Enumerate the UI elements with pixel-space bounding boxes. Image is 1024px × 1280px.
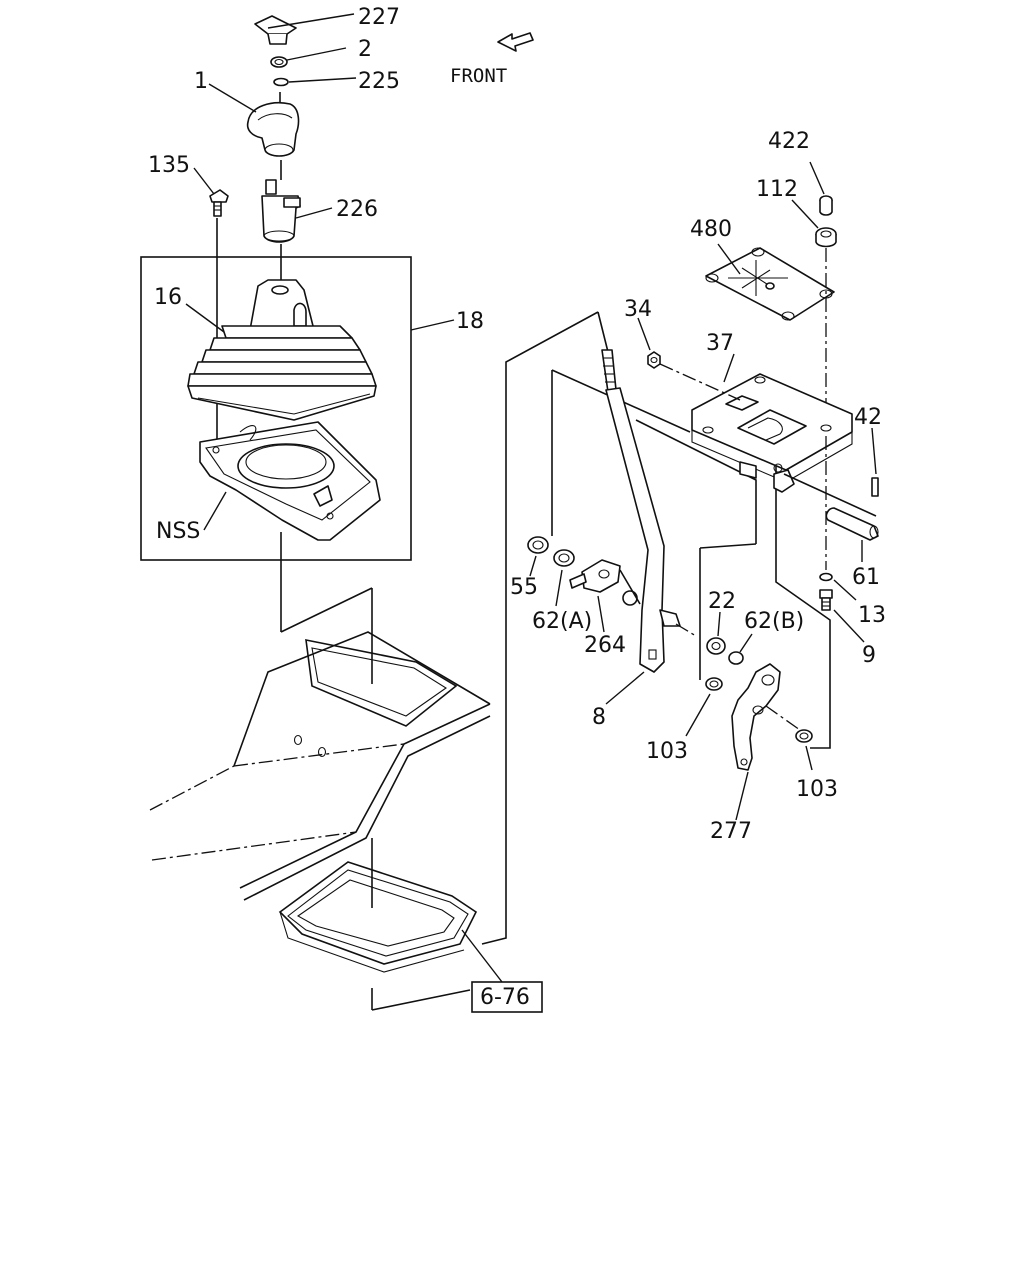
label-nss: NSS — [156, 519, 200, 544]
label-112: 112 — [756, 177, 798, 202]
bushing-103-left — [705, 677, 723, 691]
washer-13 — [819, 572, 833, 582]
nut-2 — [270, 56, 288, 68]
label-34: 34 — [624, 297, 652, 322]
cover-plate-480 — [705, 247, 835, 321]
label-422: 422 — [768, 129, 810, 154]
shift-lever-8 — [601, 349, 681, 673]
label-277: 277 — [710, 819, 752, 844]
knob-1 — [246, 102, 300, 157]
bushing-62b — [728, 651, 744, 665]
floor-panel — [149, 631, 491, 1011]
label-22: 22 — [708, 589, 736, 614]
housing-37 — [691, 373, 853, 493]
boot-16 — [187, 279, 377, 421]
nut-34 — [647, 351, 661, 369]
label-2: 2 — [358, 37, 372, 62]
label-1: 1 — [194, 69, 208, 94]
label-135: 135 — [148, 153, 190, 178]
label-37: 37 — [706, 331, 734, 356]
label-264: 264 — [584, 633, 626, 658]
label-61: 61 — [852, 565, 880, 590]
label-42: 42 — [854, 405, 882, 430]
label-18: 18 — [456, 309, 484, 334]
bolt-135 — [209, 189, 229, 217]
boot-base-nss — [199, 421, 381, 541]
label-13: 13 — [858, 603, 886, 628]
washer-55 — [527, 536, 549, 554]
label-227: 227 — [358, 5, 400, 30]
label-8: 8 — [592, 705, 606, 730]
label-103-right: 103 — [796, 777, 838, 802]
label-62b: 62(B) — [744, 609, 804, 634]
label-103-left: 103 — [646, 739, 688, 764]
label-225: 225 — [358, 69, 400, 94]
label-55: 55 — [510, 575, 538, 600]
knob-cap-227 — [254, 15, 297, 45]
washer-225 — [273, 77, 289, 87]
bolt-9 — [819, 589, 833, 611]
sleeve-226 — [261, 179, 301, 243]
front-arrow-icon — [497, 32, 534, 52]
reference-box — [471, 981, 543, 1013]
lever-277 — [731, 663, 781, 771]
bushing-22 — [706, 637, 726, 655]
label-9: 9 — [862, 643, 876, 668]
label-480: 480 — [690, 217, 732, 242]
assembly-box-18 — [140, 256, 412, 561]
label-226: 226 — [336, 197, 378, 222]
grommet-112 — [815, 227, 837, 248]
label-62a: 62(A) — [532, 609, 592, 634]
front-label: FRONT — [450, 65, 507, 87]
label-16: 16 — [154, 285, 182, 310]
bushing-62a — [553, 549, 575, 567]
reference-box-label: 6-76 — [480, 985, 530, 1010]
cap-422 — [819, 195, 833, 216]
bushing-103-right — [795, 729, 813, 743]
pin-42 — [871, 477, 879, 497]
